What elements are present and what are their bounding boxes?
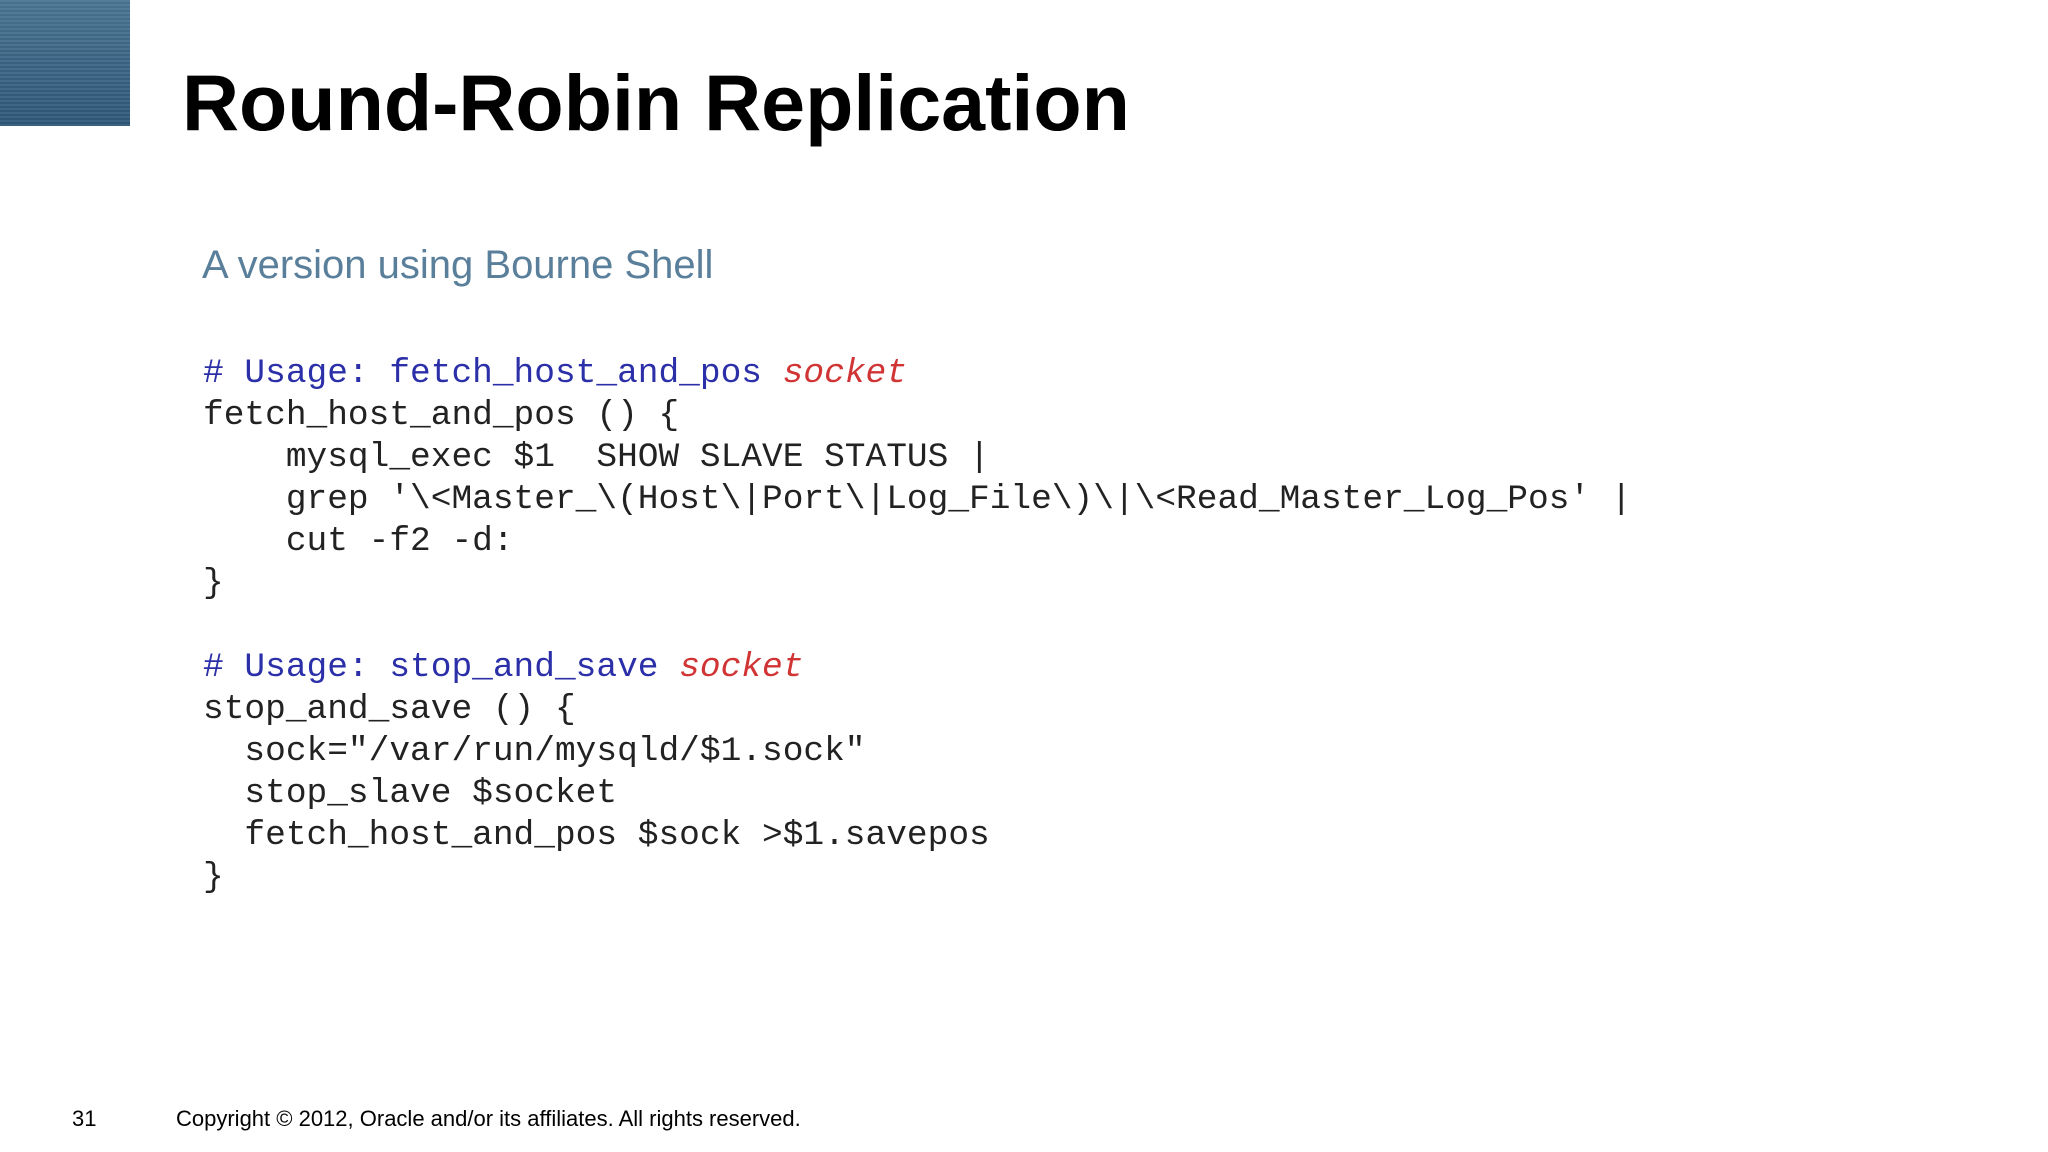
code-text: } [203, 858, 224, 897]
code-line: } [203, 563, 1632, 605]
slide-title: Round-Robin Replication [182, 58, 1130, 147]
code-param: socket [782, 354, 907, 393]
code-line: # Usage: fetch_host_and_pos socket [203, 353, 1632, 395]
code-text: stop_slave $socket [203, 774, 618, 813]
code-text: cut -f2 -d: [203, 522, 514, 561]
code-text: } [203, 564, 224, 603]
code-line: cut -f2 -d: [203, 521, 1632, 563]
code-line: mysql_exec $1 SHOW SLAVE STATUS | [203, 437, 1632, 479]
page-number: 31 [72, 1106, 97, 1131]
code-text: mysql_exec $1 SHOW SLAVE STATUS | [203, 438, 990, 477]
code-line: stop_and_save () { [203, 689, 1632, 731]
code-line: grep '\<Master_\(Host\|Port\|Log_File\)\… [203, 479, 1632, 521]
code-comment: # Usage: fetch_host_and_pos [203, 354, 783, 393]
slide-subtitle: A version using Bourne Shell [202, 243, 714, 287]
code-line: stop_slave $socket [203, 773, 1632, 815]
code-comment: # Usage: stop_and_save [203, 648, 680, 687]
code-line: sock="/var/run/mysqld/$1.sock" [203, 731, 1632, 773]
code-text: stop_and_save () { [203, 690, 576, 729]
code-line: fetch_host_and_pos $sock >$1.savepos [203, 815, 1632, 857]
code-line: } [203, 857, 1632, 899]
code-line: # Usage: stop_and_save socket [203, 647, 1632, 689]
code-line: fetch_host_and_pos () { [203, 395, 1632, 437]
corner-decoration [0, 0, 130, 126]
copyright-notice: Copyright © 2012, Oracle and/or its affi… [176, 1106, 801, 1131]
code-text: fetch_host_and_pos () { [203, 396, 680, 435]
code-text: grep '\<Master_\(Host\|Port\|Log_File\)\… [203, 480, 1632, 519]
code-param: socket [679, 648, 804, 687]
code-line-blank [203, 605, 1632, 647]
code-text: sock="/var/run/mysqld/$1.sock" [203, 732, 866, 771]
code-text: fetch_host_and_pos $sock >$1.savepos [203, 816, 990, 855]
